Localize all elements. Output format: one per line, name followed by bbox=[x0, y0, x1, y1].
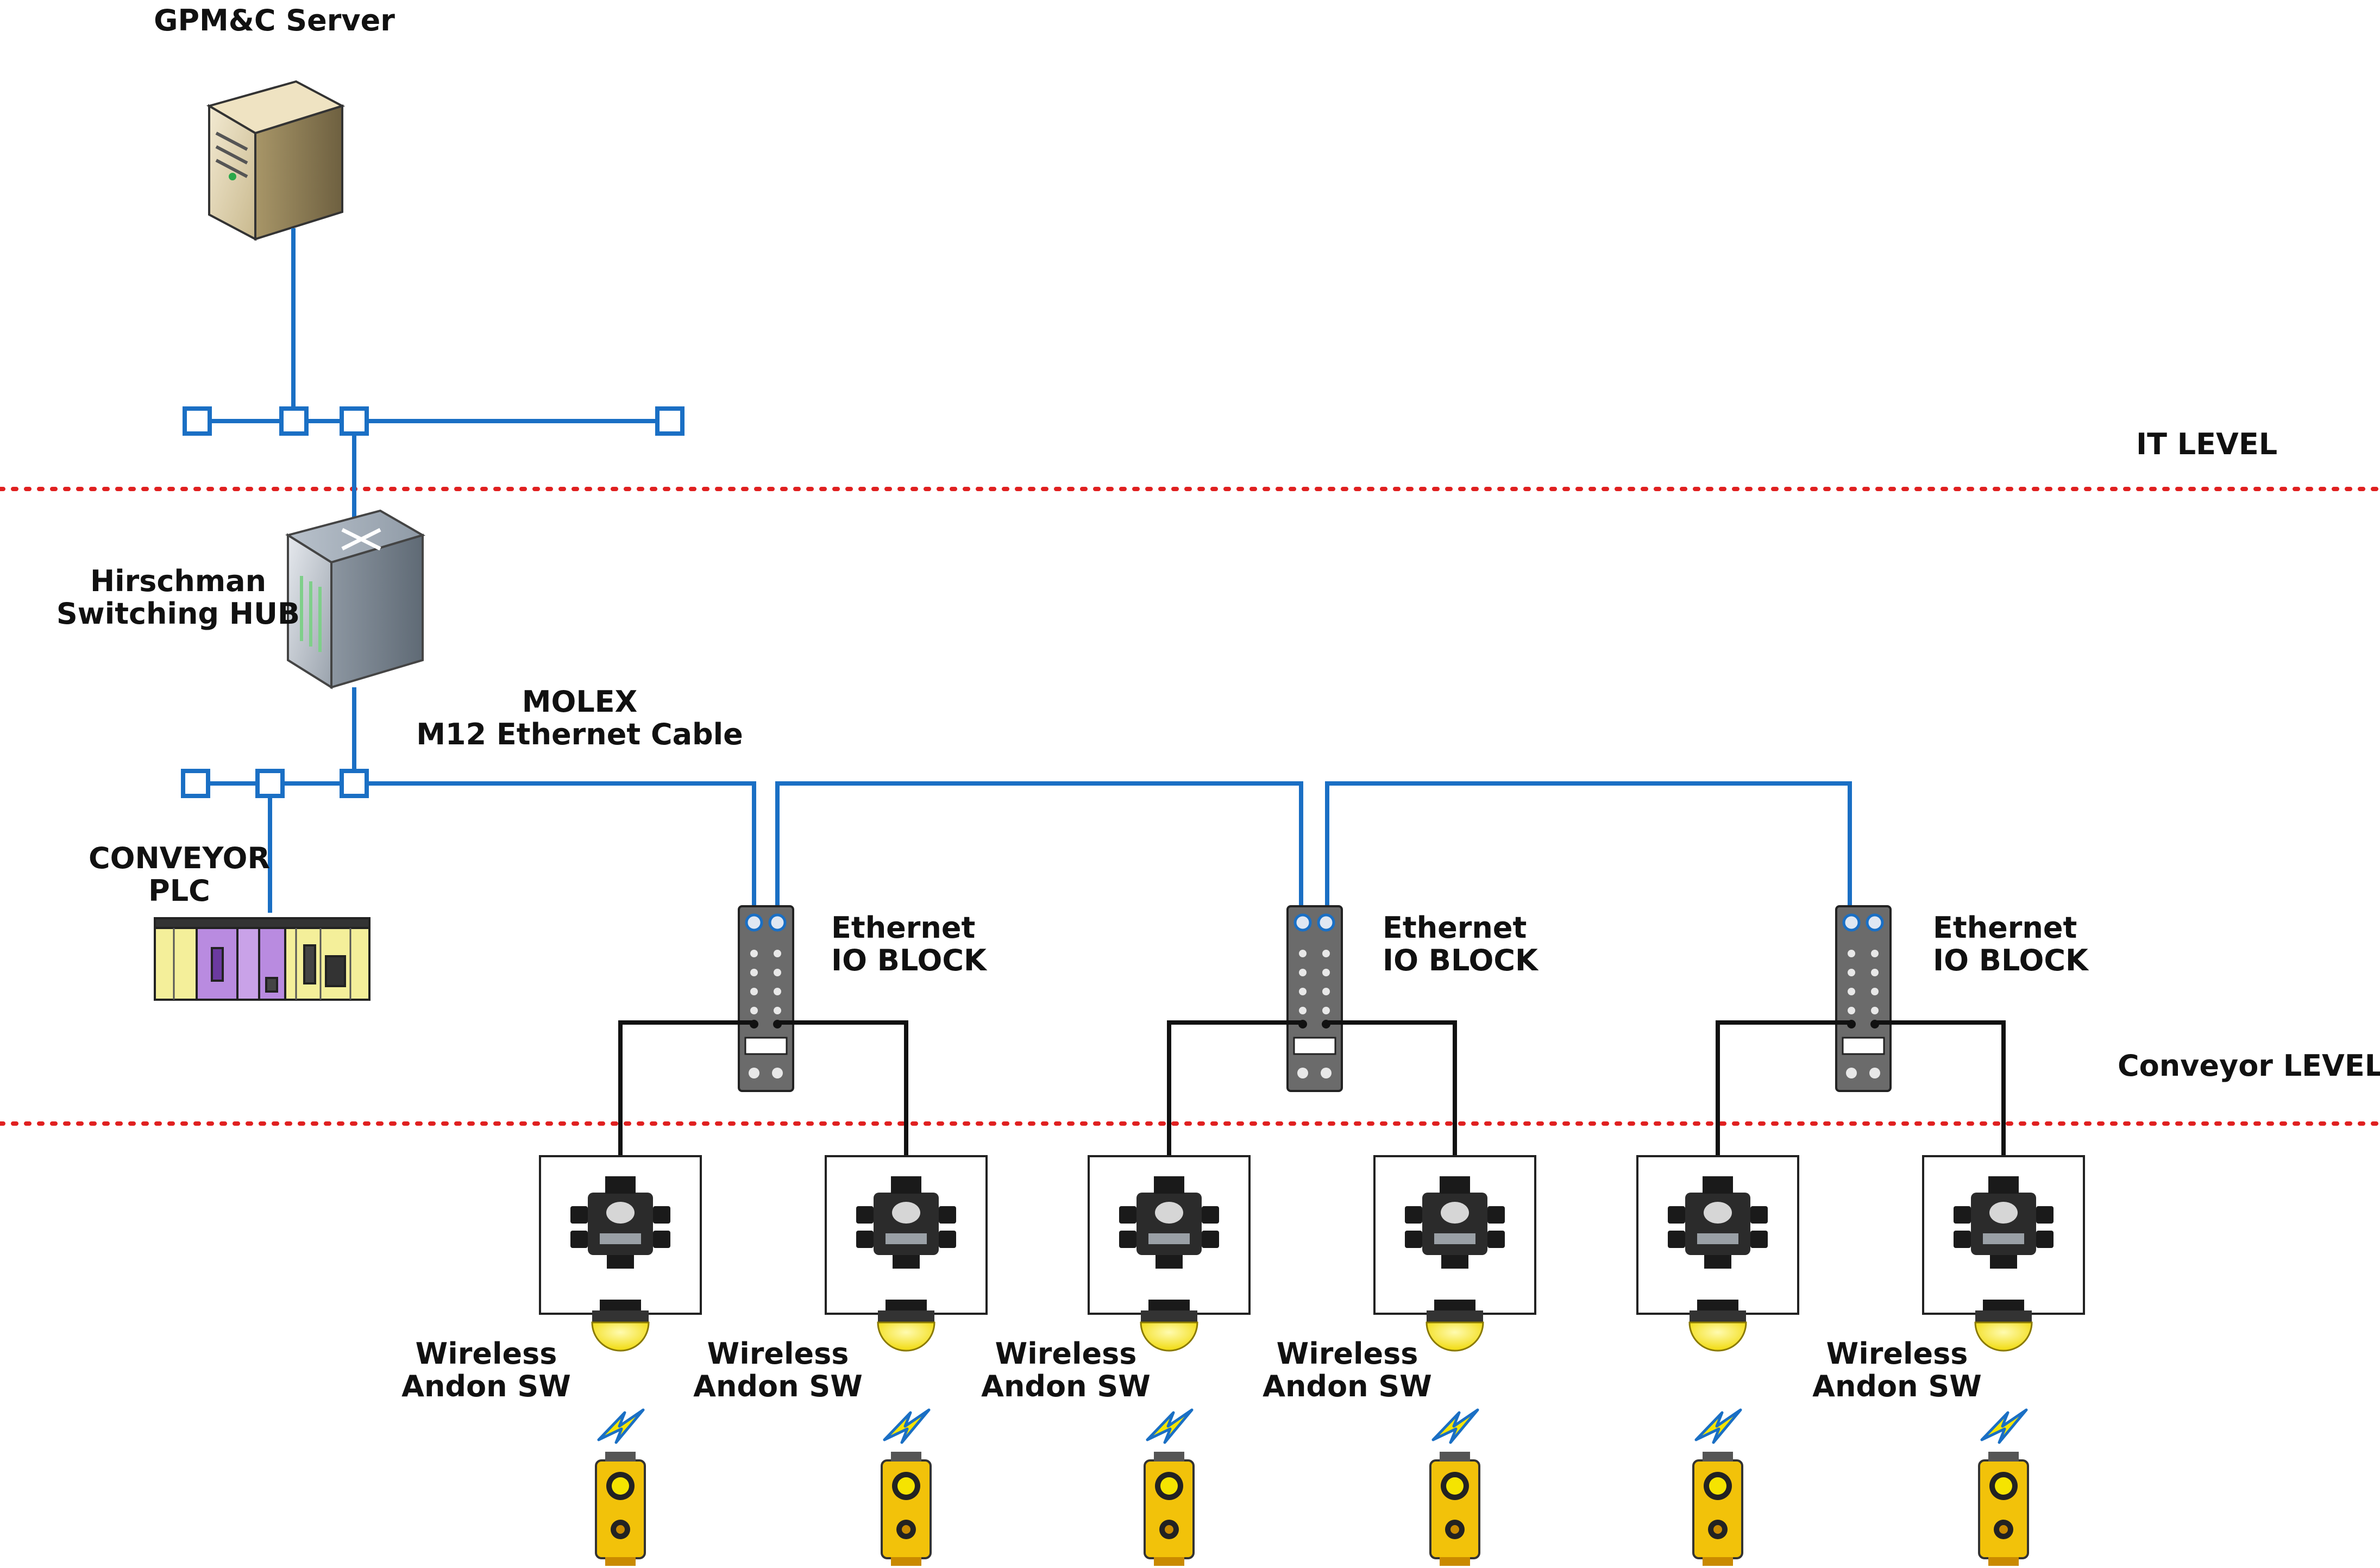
hub-label-line1: Hirschman bbox=[90, 564, 267, 598]
andon-label: Wireless Andon SW bbox=[401, 1338, 571, 1403]
plc-label-line2: PLC bbox=[148, 874, 210, 908]
conveyor-bus-port bbox=[255, 769, 285, 798]
conveyor-plc-icon bbox=[154, 917, 370, 1001]
it-bus-port bbox=[183, 406, 212, 436]
hub-label: Hirschman Switching HUB bbox=[56, 565, 300, 630]
cable-label-line2: M12 Ethernet Cable bbox=[416, 717, 743, 751]
io-block-label-line1: Ethernet bbox=[1933, 911, 2077, 945]
conveyor-bus-port bbox=[181, 769, 210, 798]
andon-label-line2: Andon SW bbox=[401, 1369, 571, 1403]
andon-label: Wireless Andon SW bbox=[1812, 1338, 1982, 1403]
io-block-icon bbox=[1836, 906, 1891, 1091]
conveyor-ethernet-bus bbox=[181, 769, 1852, 913]
andon-label: Wireless Andon SW bbox=[981, 1338, 1151, 1403]
it-bus-port bbox=[340, 406, 369, 436]
andon-label-line1: Wireless bbox=[707, 1337, 849, 1371]
io-block-label-line1: Ethernet bbox=[831, 911, 976, 945]
io-block-label: Ethernet IO BLOCK bbox=[831, 912, 987, 977]
andon-label-line2: Andon SW bbox=[1812, 1369, 1982, 1403]
andon-label-line2: Andon SW bbox=[1263, 1369, 1432, 1403]
io-block-label-line2: IO BLOCK bbox=[1383, 943, 1538, 977]
io-block-label-line2: IO BLOCK bbox=[831, 943, 987, 977]
andon-label: Wireless Andon SW bbox=[1263, 1338, 1432, 1403]
conveyor-bus-port bbox=[340, 769, 369, 798]
plc-label: CONVEYOR PLC bbox=[89, 842, 270, 907]
andon-label-line1: Wireless bbox=[415, 1337, 557, 1371]
io-block-label: Ethernet IO BLOCK bbox=[1383, 912, 1538, 977]
hub-label-line2: Switching HUB bbox=[56, 597, 300, 631]
conveyor-level-label: Conveyor LEVEL bbox=[2118, 1049, 2380, 1083]
io-block-label: Ethernet IO BLOCK bbox=[1933, 912, 2088, 977]
it-level-label: IT LEVEL bbox=[2136, 427, 2278, 461]
it-ethernet-bus bbox=[183, 228, 685, 535]
andon-label-line2: Andon SW bbox=[981, 1369, 1151, 1403]
cable-label: MOLEX M12 Ethernet Cable bbox=[416, 686, 743, 751]
it-bus-port bbox=[655, 406, 685, 436]
andon-label: Wireless Andon SW bbox=[693, 1338, 863, 1403]
andon-unit-5 bbox=[1637, 1156, 1798, 1566]
io-block-label-line2: IO BLOCK bbox=[1933, 943, 2088, 977]
andon-label-line1: Wireless bbox=[995, 1337, 1137, 1371]
io-block-icon bbox=[1288, 906, 1342, 1091]
andon-label-line1: Wireless bbox=[1276, 1337, 1418, 1371]
andon-label-line2: Andon SW bbox=[693, 1369, 863, 1403]
switching-hub-icon bbox=[285, 509, 426, 689]
io-block-icon bbox=[738, 905, 794, 1092]
server-label: GPM&C Server bbox=[154, 3, 395, 37]
it-bus-port bbox=[279, 406, 309, 436]
io-signal-wiring bbox=[618, 1020, 2006, 1182]
io-block-label-line1: Ethernet bbox=[1383, 911, 1527, 945]
io-block-group bbox=[738, 905, 1891, 1092]
cable-label-line1: MOLEX bbox=[522, 685, 638, 719]
andon-label-line1: Wireless bbox=[1826, 1337, 1968, 1371]
plc-label-line1: CONVEYOR bbox=[88, 841, 271, 875]
server-icon bbox=[206, 80, 346, 241]
